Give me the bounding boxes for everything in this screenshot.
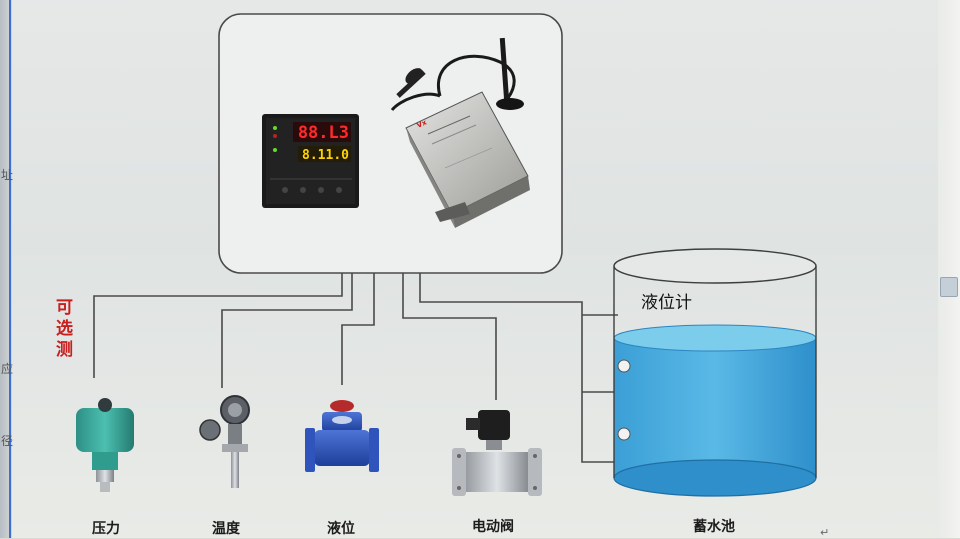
edge-text-3: 径 (1, 434, 14, 448)
edge-text-1: 址 (1, 168, 14, 182)
level-gauge-label: 液位计 (641, 293, 692, 313)
svg-text:Vx: Vx (416, 118, 429, 130)
device-label-pressure: 压力 (92, 521, 120, 537)
temperature-transmitter (199, 395, 250, 488)
wireless-gateway: Vx (390, 37, 530, 228)
window-right-edge (938, 0, 960, 538)
controller-meter: 88.L3 8.11.0 (262, 114, 359, 208)
paragraph-mark: ↵ (820, 526, 830, 539)
scroll-handle[interactable] (940, 277, 958, 297)
level-meter-device (305, 400, 379, 472)
device-label-valve: 电动阀 (472, 519, 514, 535)
window-left-edge (0, 0, 12, 538)
solenoid-valve (452, 410, 542, 496)
display-bottom: 8.11.0 (302, 148, 349, 163)
pressure-transmitter (76, 398, 134, 492)
optional-measurement-label: 可选测 (56, 298, 73, 360)
device-label-level: 液位 (327, 521, 355, 537)
device-label-temperature: 温度 (212, 521, 240, 537)
display-top: 88.L3 (298, 123, 349, 143)
wiring (93, 273, 618, 463)
water-tank (613, 248, 817, 497)
edge-text-2: 应 (1, 362, 14, 376)
tank-caption: 蓄水池 (693, 519, 735, 535)
